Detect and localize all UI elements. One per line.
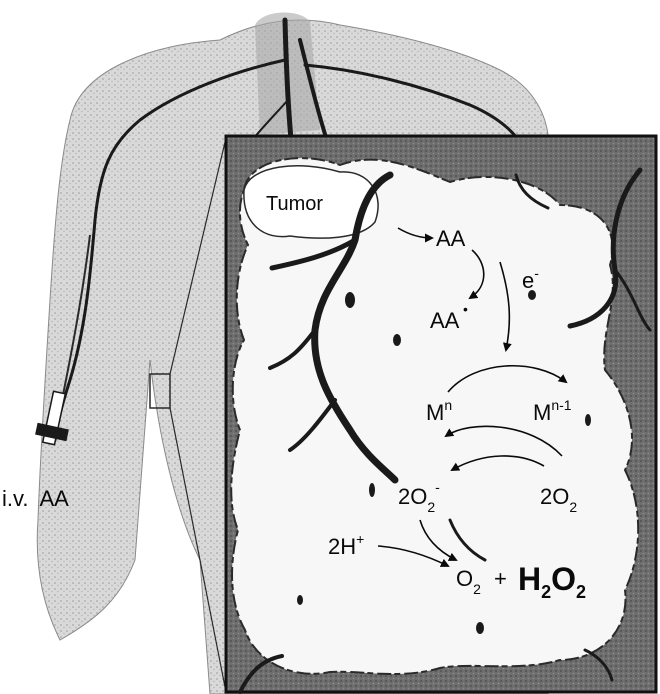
hydrogen-peroxide-label: H2O2 [518,561,586,602]
ascorbate-label: AA [436,226,466,251]
plus-sign: + [494,566,507,591]
radical-dot: • [463,301,468,317]
ascorbate-radical-label: AA [430,308,460,333]
tumor-label: Tumor [266,193,323,215]
iv-route-label: i.v. AA [2,486,69,511]
